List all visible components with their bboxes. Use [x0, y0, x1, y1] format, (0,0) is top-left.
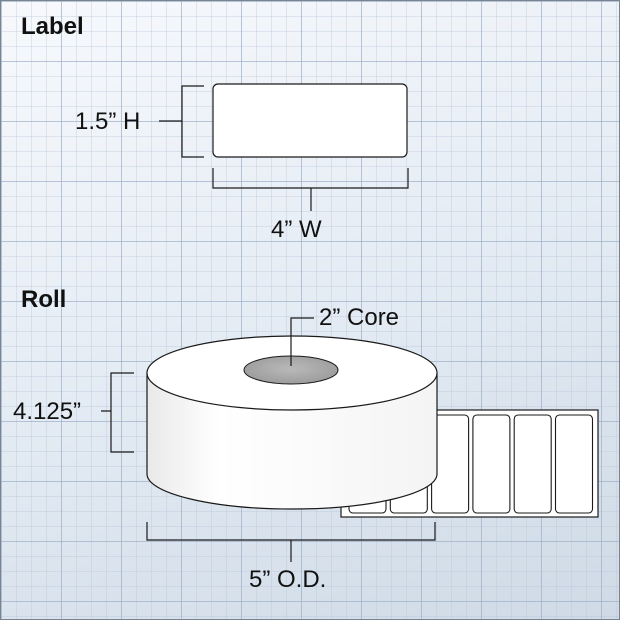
strip-label [472, 414, 511, 514]
outer-diameter-text: 5” O.D. [249, 566, 327, 593]
label-width-text: 4” W [271, 216, 322, 243]
roll-width-text: 4.125” [13, 398, 82, 425]
single-label-shape [212, 83, 408, 158]
label-width-bracket [212, 168, 409, 211]
label-section-heading: Label [21, 13, 84, 40]
label-height-bracket [159, 85, 204, 158]
outer-diameter-bracket [146, 522, 436, 562]
strip-label [554, 414, 594, 514]
roll-width-bracket [101, 372, 134, 453]
strip-label [513, 414, 552, 514]
roll-section-heading: Roll [21, 286, 67, 313]
roll-body [146, 372, 438, 510]
core-size-text: 2” Core [319, 304, 400, 331]
core-leader-line [290, 317, 314, 366]
label-height-text: 1.5” H [75, 108, 141, 135]
